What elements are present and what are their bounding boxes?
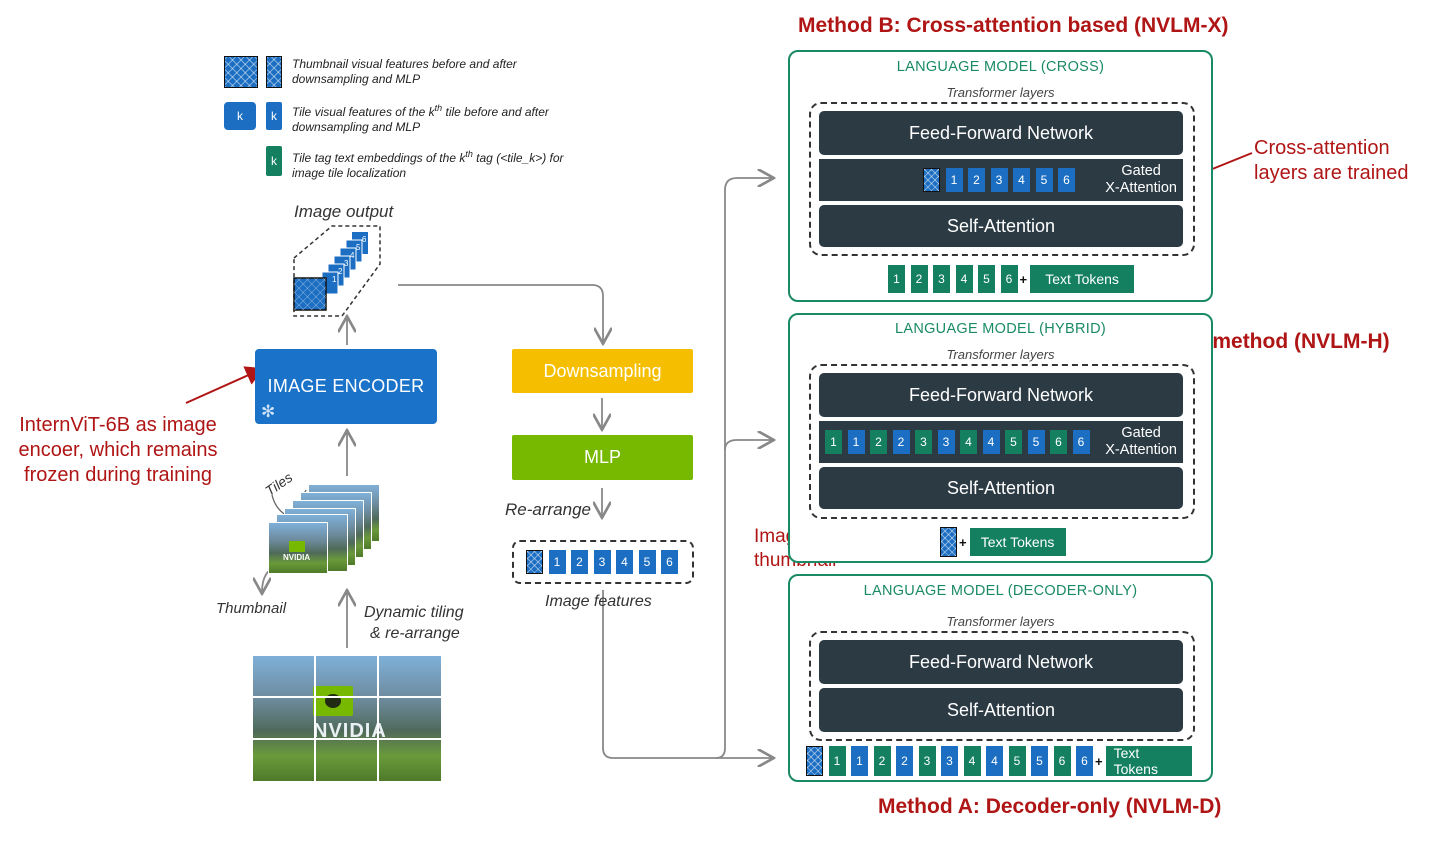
svg-text:2: 2 [338, 267, 343, 276]
lm-hybrid-box: LANGUAGE MODEL (HYBRID) Transformer laye… [788, 313, 1213, 563]
mlp-block: MLP [512, 435, 693, 480]
legend-tag-icon: k [266, 146, 282, 176]
self-attention-block: Self-Attention [819, 467, 1183, 509]
image-features-tokens: 1 2 3 4 5 6 [526, 550, 684, 574]
legend-tile-after-icon: k [266, 102, 282, 130]
thumbnail-label: Thumbnail [216, 600, 287, 617]
svg-text:6: 6 [362, 235, 367, 244]
transformer-layers-label: Transformer layers [946, 85, 1055, 100]
decoder-input-tokens: 1 1 2 2 3 3 4 4 5 5 6 6 + Text Tokens [806, 745, 1192, 777]
ffn-block: Feed-Forward Network [819, 640, 1183, 684]
ffn-block: Feed-Forward Network [819, 373, 1183, 417]
cross-input-tokens: 1 2 3 4 5 6 + Text Tokens [888, 265, 1135, 293]
image-features-box [512, 540, 694, 584]
tile-token: 5 [638, 550, 656, 574]
thumbnail-token [806, 746, 823, 776]
input-image: NVIDIA [253, 656, 441, 781]
thumbnail-token [940, 527, 957, 557]
svg-text:5: 5 [356, 243, 361, 252]
lm-decoder-title: LANGUAGE MODEL (DECODER-ONLY) [863, 583, 1138, 599]
snowflake-icon: ✻ [261, 402, 276, 421]
legend-thumb-text: Thumbnail visual features before and aft… [292, 57, 517, 86]
rearrange-label: Re-arrange [505, 500, 591, 519]
tile-token: 6 [661, 550, 678, 574]
ffn-block: Feed-Forward Network [819, 111, 1183, 155]
method-b-title: Method B: Cross-attention based (NVLM-X) [798, 14, 1229, 37]
tile-token: 1 [548, 550, 566, 574]
legend-tile-text: Tile visual features of the kth tile bef… [292, 103, 549, 134]
svg-text:4: 4 [350, 251, 355, 260]
tile-token: 4 [616, 550, 633, 574]
tile-token: 2 [571, 550, 588, 574]
legend-thumb-before-icon [224, 56, 258, 88]
self-attention-block: Self-Attention [819, 688, 1183, 732]
method-a-title: Method A: Decoder-only (NVLM-D) [878, 795, 1222, 818]
image-output-label: Image output [294, 202, 394, 221]
text-tokens: Text Tokens [1030, 265, 1135, 293]
self-attention-block: Self-Attention [819, 205, 1183, 247]
internvit-annotation: InternViT-6B as image encoer, which rema… [18, 414, 218, 486]
thumbnail-token [923, 168, 940, 192]
image-output-stack: 6 5 4 3 2 1 [293, 225, 381, 317]
svg-text:3: 3 [344, 259, 349, 268]
tiles-stack: NVIDIA [268, 484, 380, 576]
lm-cross-title: LANGUAGE MODEL (CROSS) [896, 59, 1105, 75]
dynamic-tiling-label: Dynamic tiling & re-arrange [364, 604, 464, 642]
legend-tile-before-icon: k [224, 102, 256, 130]
downsampling-block: Downsampling [512, 349, 693, 393]
lm-decoder-box: LANGUAGE MODEL (DECODER-ONLY) Transforme… [788, 574, 1213, 782]
text-tokens: Text Tokens [1105, 745, 1192, 777]
svg-text:1: 1 [332, 275, 337, 284]
hybrid-input-tokens: + Text Tokens [940, 527, 1066, 557]
image-encoder-block: IMAGE ENCODER ✻ [255, 349, 437, 424]
transformer-layers-wrap [809, 102, 1195, 256]
legend-tag-text: Tile tag text embeddings of the kth tag … [292, 149, 564, 180]
lm-hybrid-title: LANGUAGE MODEL (HYBRID) [894, 321, 1106, 337]
thumbnail-token [526, 550, 543, 574]
cross-trained-annotation: Cross-attention layers are trained [1254, 137, 1409, 184]
lm-cross-box: LANGUAGE MODEL (CROSS) Transformer layer… [788, 50, 1213, 302]
tile-token: 3 [593, 550, 611, 574]
text-tokens: Text Tokens [969, 528, 1066, 556]
image-features-label: Image features [545, 593, 652, 610]
legend-thumb-after-icon [266, 56, 282, 88]
